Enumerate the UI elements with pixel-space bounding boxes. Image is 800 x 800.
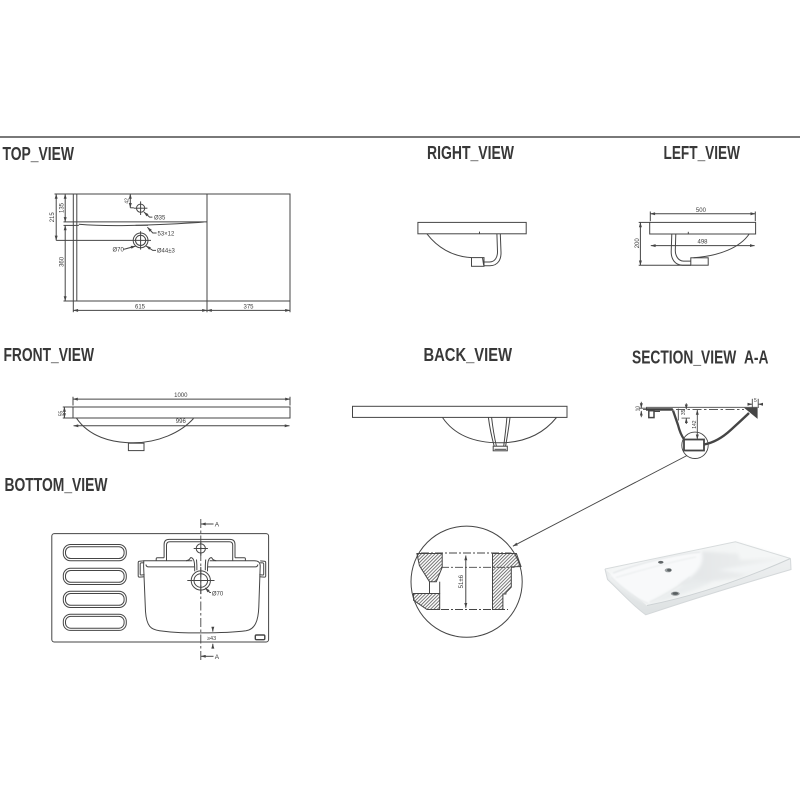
svg-text:996: 996 bbox=[176, 419, 187, 425]
svg-text:Ø70: Ø70 bbox=[113, 248, 125, 254]
svg-text:498: 498 bbox=[697, 240, 708, 246]
svg-text:Ø70: Ø70 bbox=[212, 591, 224, 597]
svg-text:51±6: 51±6 bbox=[459, 574, 465, 588]
svg-text:375: 375 bbox=[243, 304, 254, 310]
svg-text:Ø35: Ø35 bbox=[154, 216, 166, 222]
svg-text:LEFT_VIEW: LEFT_VIEW bbox=[664, 143, 741, 163]
svg-text:SECTION_VIEW A-A: SECTION_VIEW A-A bbox=[632, 348, 769, 368]
svg-text:142: 142 bbox=[692, 420, 698, 429]
svg-text:BOTTOM_VIEW: BOTTOM_VIEW bbox=[5, 475, 108, 495]
svg-text:55: 55 bbox=[59, 411, 65, 417]
svg-text:5: 5 bbox=[754, 398, 757, 404]
svg-text:TOP_VIEW: TOP_VIEW bbox=[3, 144, 75, 164]
svg-text:≥43: ≥43 bbox=[207, 636, 216, 642]
svg-text:A: A bbox=[215, 654, 220, 661]
svg-text:53×12: 53×12 bbox=[158, 231, 176, 237]
svg-text:135: 135 bbox=[59, 202, 65, 213]
svg-text:1000: 1000 bbox=[174, 393, 188, 399]
svg-text:360: 360 bbox=[59, 256, 65, 267]
svg-text:BACK_VIEW: BACK_VIEW bbox=[424, 345, 513, 365]
svg-text:200: 200 bbox=[635, 238, 641, 249]
svg-text:615: 615 bbox=[135, 304, 146, 310]
svg-text:A: A bbox=[215, 521, 220, 528]
svg-text:10: 10 bbox=[636, 406, 642, 412]
svg-text:500: 500 bbox=[696, 208, 707, 214]
svg-text:215: 215 bbox=[50, 212, 56, 223]
svg-text:Ø44±3: Ø44±3 bbox=[157, 249, 176, 255]
svg-text:35: 35 bbox=[681, 409, 687, 415]
svg-text:FRONT_VIEW: FRONT_VIEW bbox=[4, 345, 95, 365]
svg-text:RIGHT_VIEW: RIGHT_VIEW bbox=[427, 143, 514, 163]
svg-text:42: 42 bbox=[125, 198, 131, 204]
